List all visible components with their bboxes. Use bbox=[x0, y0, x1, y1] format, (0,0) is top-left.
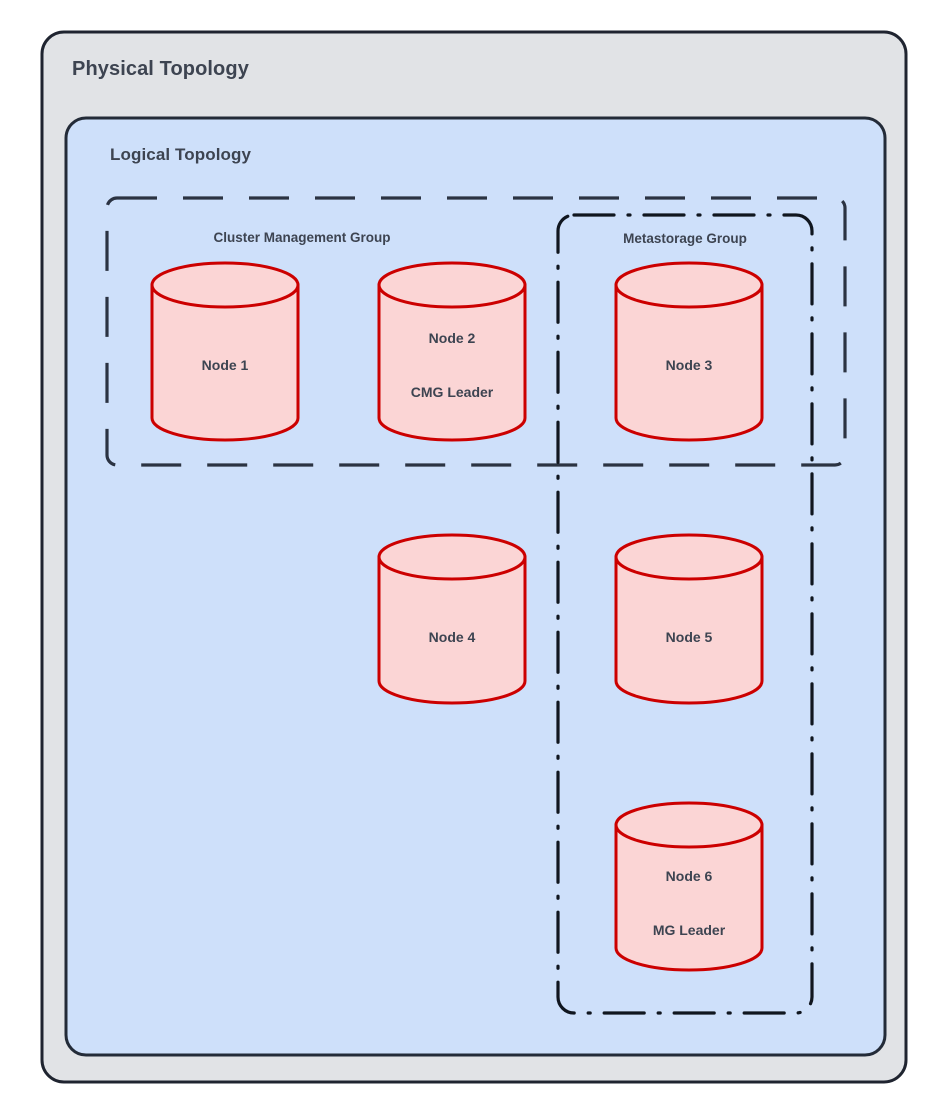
node-3-cylinder[interactable] bbox=[614, 261, 764, 442]
node-6-cylinder[interactable] bbox=[614, 801, 764, 972]
node-4-cylinder[interactable] bbox=[377, 533, 527, 705]
cluster-management-group-border bbox=[105, 196, 847, 467]
node-2-cylinder[interactable] bbox=[377, 261, 527, 442]
metastorage-group-border bbox=[556, 213, 814, 1015]
node-1-cylinder[interactable] bbox=[150, 261, 300, 442]
node-5-cylinder[interactable] bbox=[614, 533, 764, 705]
